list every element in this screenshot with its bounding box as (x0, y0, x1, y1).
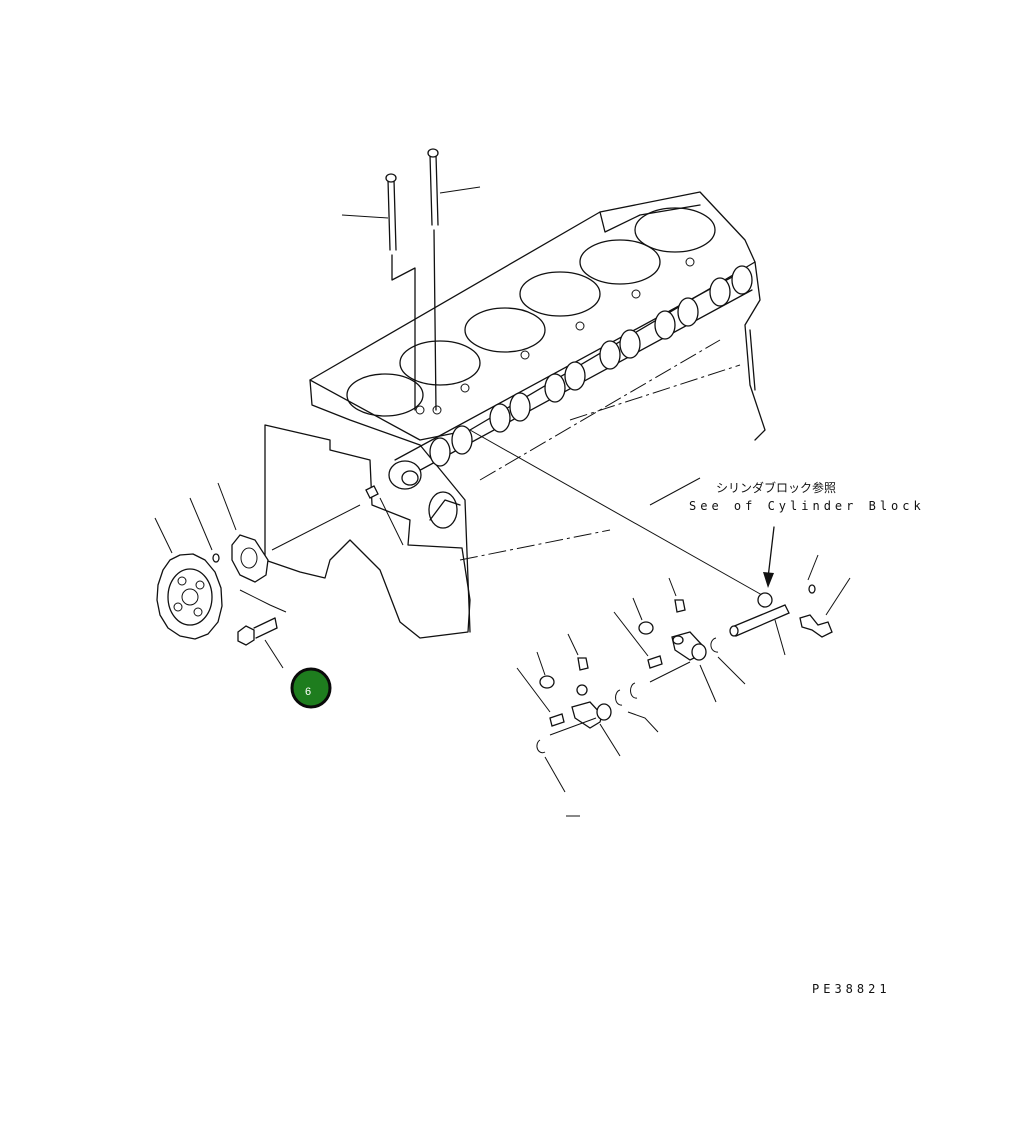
figure-code: PE38821 (812, 982, 891, 996)
reference-note-english: See of Cylinder Block (689, 499, 925, 513)
camshaft (388, 265, 753, 490)
push-rods (341, 148, 481, 411)
reference-note-japanese: シリンダブロック参照 (716, 480, 836, 495)
callout-6[interactable]: 6 (290, 667, 332, 709)
dowel-pin (365, 485, 404, 546)
reference-note: シリンダブロック参照 See of Cylinder Block (689, 480, 925, 513)
cylinder-block (264, 191, 766, 639)
rocker-assembly (469, 429, 851, 817)
callout-6-marker[interactable] (290, 667, 332, 709)
callout-6-number: 6 (305, 686, 311, 698)
gear-bolt (237, 617, 284, 669)
cam-gear (154, 497, 223, 640)
thrust-plate (217, 482, 361, 613)
